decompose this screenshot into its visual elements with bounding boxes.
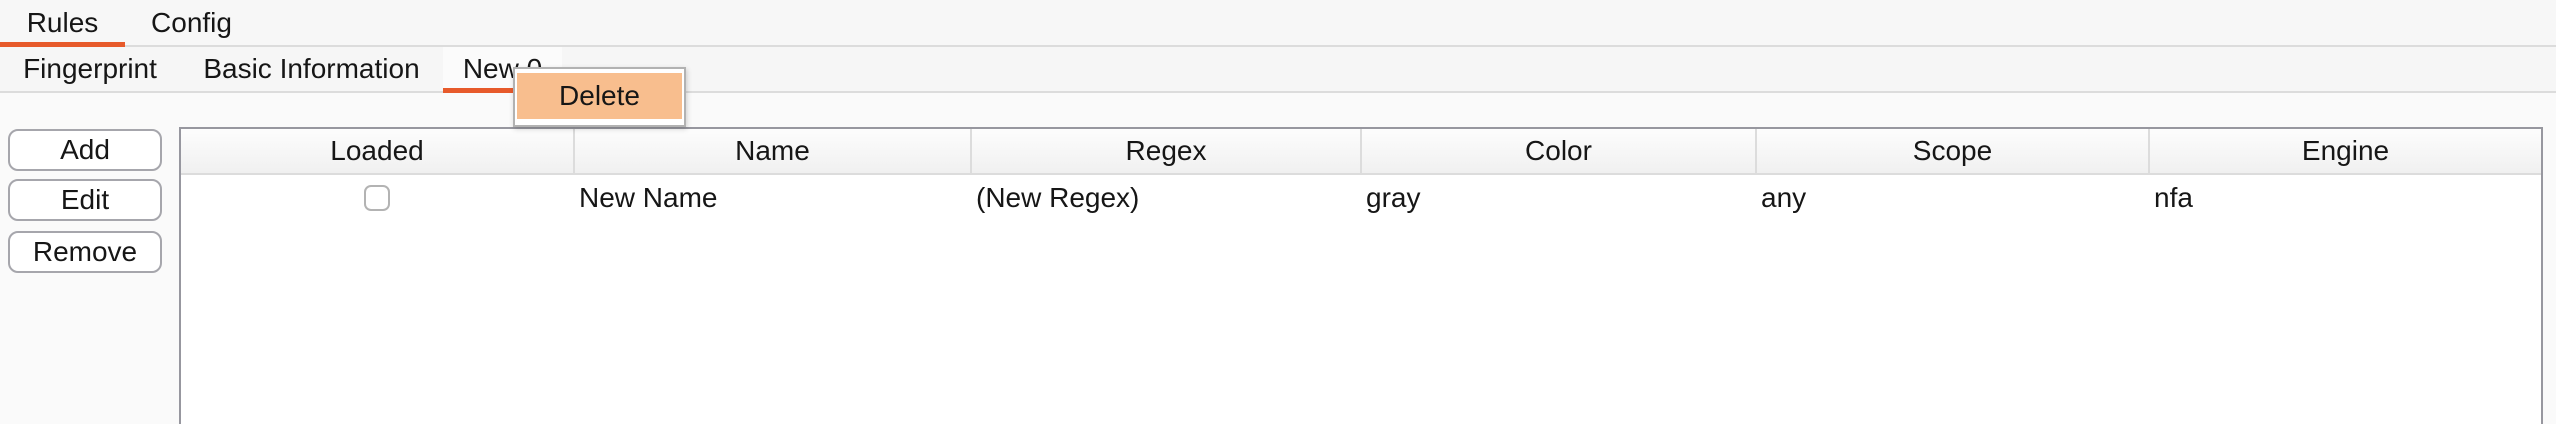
- add-button-label: Add: [60, 134, 110, 165]
- tab-rules-label: Rules: [26, 6, 99, 38]
- menu-item-delete[interactable]: Delete: [517, 73, 682, 119]
- engine-cell[interactable]: nfa: [2148, 182, 2541, 214]
- column-header-scope-label: Scope: [1912, 135, 1993, 166]
- primary-tab-bar: Rules Config: [0, 0, 2556, 47]
- edit-button[interactable]: Edit: [8, 179, 162, 221]
- column-header-regex[interactable]: Regex: [970, 129, 1360, 173]
- color-cell[interactable]: gray: [1360, 182, 1755, 214]
- column-header-name[interactable]: Name: [573, 129, 970, 173]
- tab-basic-information[interactable]: Basic Information: [180, 47, 443, 91]
- loaded-cell: [181, 184, 573, 211]
- column-header-color-label: Color: [1525, 135, 1592, 166]
- column-header-loaded[interactable]: Loaded: [181, 129, 573, 173]
- context-menu: Delete: [513, 67, 686, 127]
- tab-config[interactable]: Config: [125, 0, 258, 45]
- column-header-regex-label: Regex: [1125, 135, 1207, 166]
- secondary-tab-bar: Fingerprint Basic Information New 0: [0, 47, 2556, 93]
- name-cell-value: New Name: [579, 181, 718, 213]
- tab-rules[interactable]: Rules: [0, 0, 125, 45]
- tab-config-label: Config: [151, 6, 232, 38]
- table-row[interactable]: New Name (New Regex) gray any nfa: [181, 175, 2541, 220]
- regex-cell-value: (New Regex): [976, 181, 1140, 213]
- engine-cell-value: nfa: [2154, 181, 2193, 213]
- add-button[interactable]: Add: [8, 129, 162, 171]
- selected-tab-underline-new-0: [443, 88, 562, 93]
- scope-cell-value: any: [1761, 181, 1807, 213]
- tab-fingerprint-label: Fingerprint: [23, 53, 157, 84]
- column-header-scope[interactable]: Scope: [1755, 129, 2148, 173]
- tab-basic-information-label: Basic Information: [203, 53, 420, 84]
- rules-table: Loaded Name Regex Color Scope Engine: [179, 127, 2543, 424]
- column-header-color[interactable]: Color: [1360, 129, 1755, 173]
- column-header-engine-label: Engine: [2301, 135, 2390, 166]
- loaded-checkbox[interactable]: [364, 184, 390, 211]
- scope-cell[interactable]: any: [1755, 182, 2148, 214]
- selected-tab-underline-rules: [0, 42, 125, 47]
- table-header-row: Loaded Name Regex Color Scope Engine: [181, 129, 2541, 175]
- regex-cell[interactable]: (New Regex): [970, 182, 1360, 214]
- name-cell[interactable]: New Name: [573, 182, 970, 214]
- remove-button[interactable]: Remove: [8, 231, 162, 273]
- column-header-loaded-label: Loaded: [330, 135, 424, 166]
- tab-fingerprint[interactable]: Fingerprint: [0, 47, 180, 91]
- edit-button-label: Edit: [60, 184, 110, 215]
- column-header-engine[interactable]: Engine: [2148, 129, 2541, 173]
- menu-item-delete-label: Delete: [559, 80, 640, 111]
- column-header-name-label: Name: [735, 135, 810, 166]
- color-cell-value: gray: [1366, 181, 1421, 213]
- remove-button-label: Remove: [32, 236, 138, 267]
